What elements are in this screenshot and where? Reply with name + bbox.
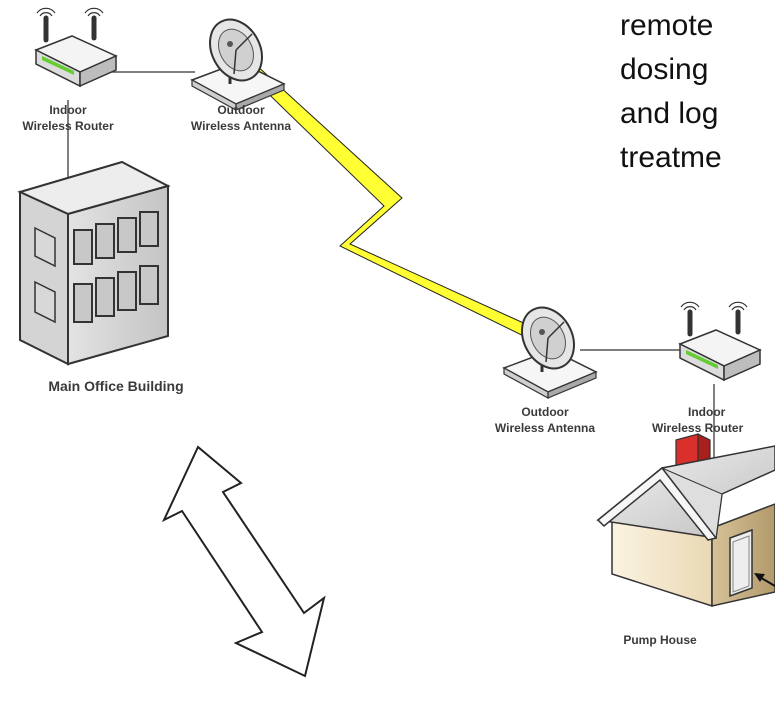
pump-router-label: Indoor Wireless Router [648, 404, 775, 436]
satellite-dish-icon [190, 18, 286, 112]
pump-house-label: Pump House [600, 632, 720, 648]
office-antenna-label-line-2: Wireless Antenna [190, 119, 292, 133]
house-icon [596, 433, 775, 608]
wireless-router-icon [34, 7, 118, 88]
office-router-label: Indoor Wireless Router [0, 102, 136, 134]
office-building-label: Main Office Building [6, 378, 226, 394]
side-text-line-1: remote [620, 9, 714, 42]
side-text-line-3: and log [620, 97, 719, 130]
office-router-label-line-1: Indoor [49, 103, 87, 117]
cropped-side-text: remote dosing and log treatme [620, 4, 722, 180]
pump-router-label-line-2: Wireless Router [652, 421, 744, 435]
pump-antenna-label-line-1: Outdoor [521, 405, 569, 419]
side-text-line-4: treatme [620, 141, 722, 174]
office-building-label-text: Main Office Building [48, 378, 184, 394]
satellite-dish-icon [502, 306, 598, 400]
pump-router-label-line-1: Indoor [688, 405, 726, 419]
wireless-router-icon [678, 301, 762, 382]
office-antenna-label: Outdoor Wireless Antenna [166, 102, 316, 134]
pointer-arrow-icon [754, 573, 775, 587]
office-building-icon [17, 160, 171, 366]
pump-antenna-label: Outdoor Wireless Antenna [470, 404, 620, 436]
pump-antenna-label-line-2: Wireless Antenna [494, 421, 596, 435]
double-headed-arrow-icon [161, 445, 326, 678]
side-text-line-2: dosing [620, 53, 709, 86]
office-antenna-label-line-1: Outdoor [217, 103, 265, 117]
pump-house-label-text: Pump House [623, 633, 697, 647]
office-router-label-line-2: Wireless Router [22, 119, 114, 133]
